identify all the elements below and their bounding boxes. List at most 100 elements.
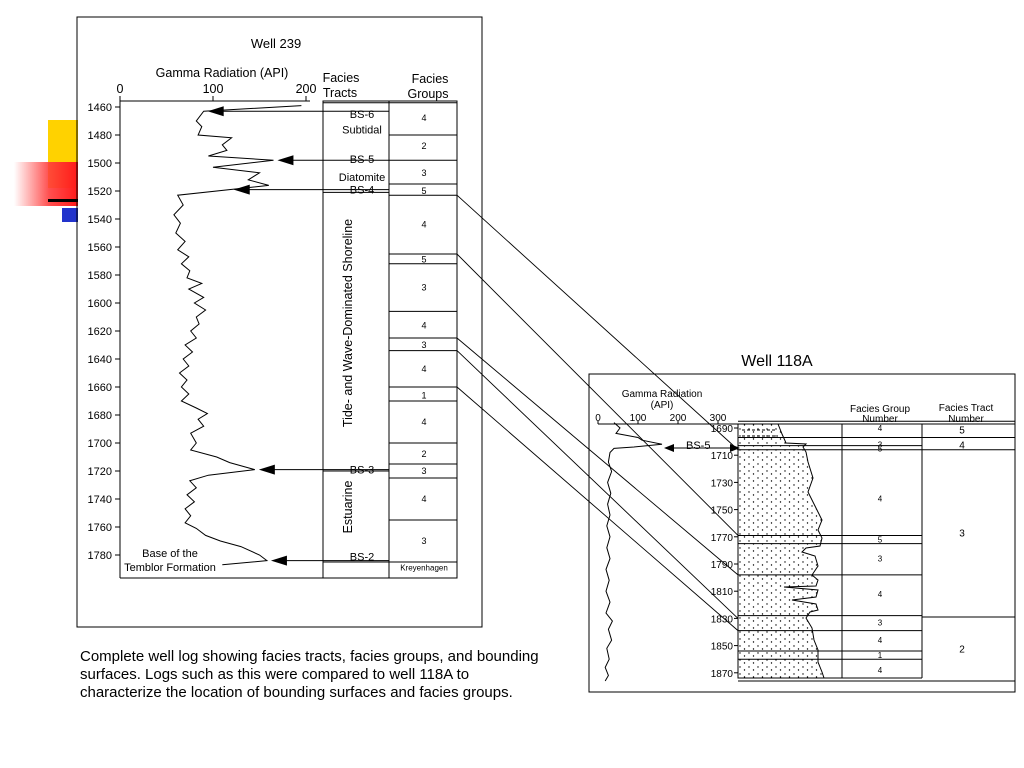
bs-5-arrowhead-right: [730, 444, 740, 452]
facies-group-number: 3: [421, 536, 426, 546]
facies-group-number: 4: [421, 364, 426, 374]
facies-tract-number-header-2: Number: [948, 414, 984, 425]
facies-tract-number: 5: [959, 425, 965, 436]
tract-text-bs2: BS-2: [350, 551, 374, 563]
facies-group-number: 4: [878, 666, 883, 675]
depth-tick-label: 1690: [711, 424, 734, 435]
depth-tick-label: 1850: [711, 642, 734, 653]
correlation-line: [456, 350, 739, 619]
well-118a-gamma-label-1: Gamma Radiation: [622, 389, 703, 400]
facies-group-number: 3: [421, 466, 426, 476]
facies-group-number: 2: [421, 141, 426, 151]
facies-group-number: 5: [878, 444, 883, 453]
facies-group-number: 2: [421, 449, 426, 459]
facies-group-number: 5: [421, 255, 426, 265]
gamma-tick-label: 300: [710, 413, 727, 424]
facies-tract-number-header-1: Facies Tract: [939, 403, 994, 414]
well-118a-frame: [588, 373, 1016, 693]
facies-tracts-header-1: Facies: [323, 71, 360, 85]
facies-group-number: 3: [878, 618, 883, 627]
facies-group-number: 1: [421, 390, 426, 400]
facies-group-number: 5: [878, 536, 883, 545]
gamma-tick-label: 0: [117, 82, 124, 96]
facies-group-number: 4: [878, 424, 883, 433]
tract-text-bs4: BS-4: [350, 185, 374, 197]
depth-tick-label: 1500: [88, 158, 112, 170]
well-239-gamma-curve: [173, 105, 302, 566]
depth-tick-label: 1600: [88, 298, 112, 310]
gamma-tick-label: 100: [630, 413, 647, 424]
facies-groups-column: [388, 100, 458, 579]
correlation-line: [456, 386, 739, 631]
depth-tick-label: 1760: [88, 522, 112, 534]
depth-tick-label: 1520: [88, 186, 112, 198]
tract-text-diatomite: Diatomite: [339, 172, 385, 184]
decor-black-bar: [48, 199, 78, 202]
gamma-tick-label: 200: [296, 82, 317, 96]
decor-red-block: [14, 162, 78, 206]
correlation-line: [456, 337, 739, 576]
decor-blue-square: [62, 208, 78, 222]
figure-caption: Complete well log showing facies tracts,…: [80, 648, 539, 701]
well-239-gamma-label: Gamma Radiation (API): [156, 66, 289, 80]
facies-group-number: 5: [421, 186, 426, 196]
gamma-tick-label: 200: [670, 413, 687, 424]
depth-tick-label: 1830: [711, 614, 734, 625]
correlation-line: [456, 253, 739, 536]
facies-group-number: Kreyenhagen: [400, 564, 448, 573]
depth-tick-label: 1540: [88, 214, 112, 226]
depth-tick-label: 1770: [711, 533, 734, 544]
facies-group-number: 4: [421, 320, 426, 330]
correlation-line: [456, 194, 739, 451]
facies-group-number: 3: [421, 283, 426, 293]
depth-tick-label: 1710: [711, 451, 734, 462]
well-118a-gamma-curve: [604, 422, 663, 682]
facies-group-number: 4: [421, 220, 426, 230]
depth-tick-label: 1790: [711, 560, 734, 571]
well-239-panel: Well 239 Gamma Radiation (API) 0 100 200 F…: [76, 16, 483, 628]
bs-5-label: BS-5: [686, 440, 710, 452]
facies-group-number-header-1: Facies Group: [850, 404, 910, 415]
facies-group-number: 3: [421, 340, 426, 350]
facies-group-number-header-2: Number: [862, 414, 898, 425]
arrowhead: [258, 464, 275, 475]
base-label-line-1: Base of the: [142, 548, 198, 560]
gamma-tick-label: 100: [203, 82, 224, 96]
depth-tick-label: 1730: [711, 478, 734, 489]
facies-group-number: 3: [878, 555, 883, 564]
well-239-title: Well 239: [251, 36, 301, 51]
depth-tick-label: 1780: [88, 550, 112, 562]
depth-tick-label: 1810: [711, 587, 734, 598]
depth-tick-label: 1740: [88, 494, 112, 506]
arrowhead: [207, 106, 224, 117]
depth-tick-label: 1870: [711, 669, 734, 680]
facies-group-number: 4: [878, 495, 883, 504]
depth-tick-label: 1640: [88, 354, 112, 366]
correlation-lines: [456, 194, 739, 631]
facies-group-number: 4: [421, 494, 426, 504]
depth-tick-label: 1620: [88, 326, 112, 338]
facies-groups-header-2: Groups: [408, 87, 449, 101]
facies-tract-number: 3: [959, 529, 965, 540]
depth-tick-label: 1480: [88, 130, 112, 142]
facies-group-number: 4: [421, 113, 426, 123]
depth-tick-label: 1460: [88, 102, 112, 114]
shoreline-tract-label: Tide- and Wave-Dominated Shoreline: [341, 219, 355, 427]
lithology-column: [737, 423, 825, 679]
arrowhead: [270, 555, 287, 566]
facies-group-number: 4: [878, 590, 883, 599]
facies-group-number: 4: [421, 417, 426, 427]
facies-tracts-header-2: Tracts: [323, 86, 357, 100]
tract-text-bs3: BS-3: [350, 465, 374, 477]
facies-group-number: 3: [878, 440, 883, 449]
tract-text-subtidal: Subtidal: [342, 124, 382, 136]
facies-group-number: 4: [878, 636, 883, 645]
facies-tract-number: 2: [959, 644, 965, 655]
base-label-line-2: Temblor Formation: [124, 562, 216, 574]
arrowhead: [233, 184, 250, 195]
depth-tick-label: 1750: [711, 506, 734, 517]
facies-group-number: 1: [878, 651, 883, 660]
